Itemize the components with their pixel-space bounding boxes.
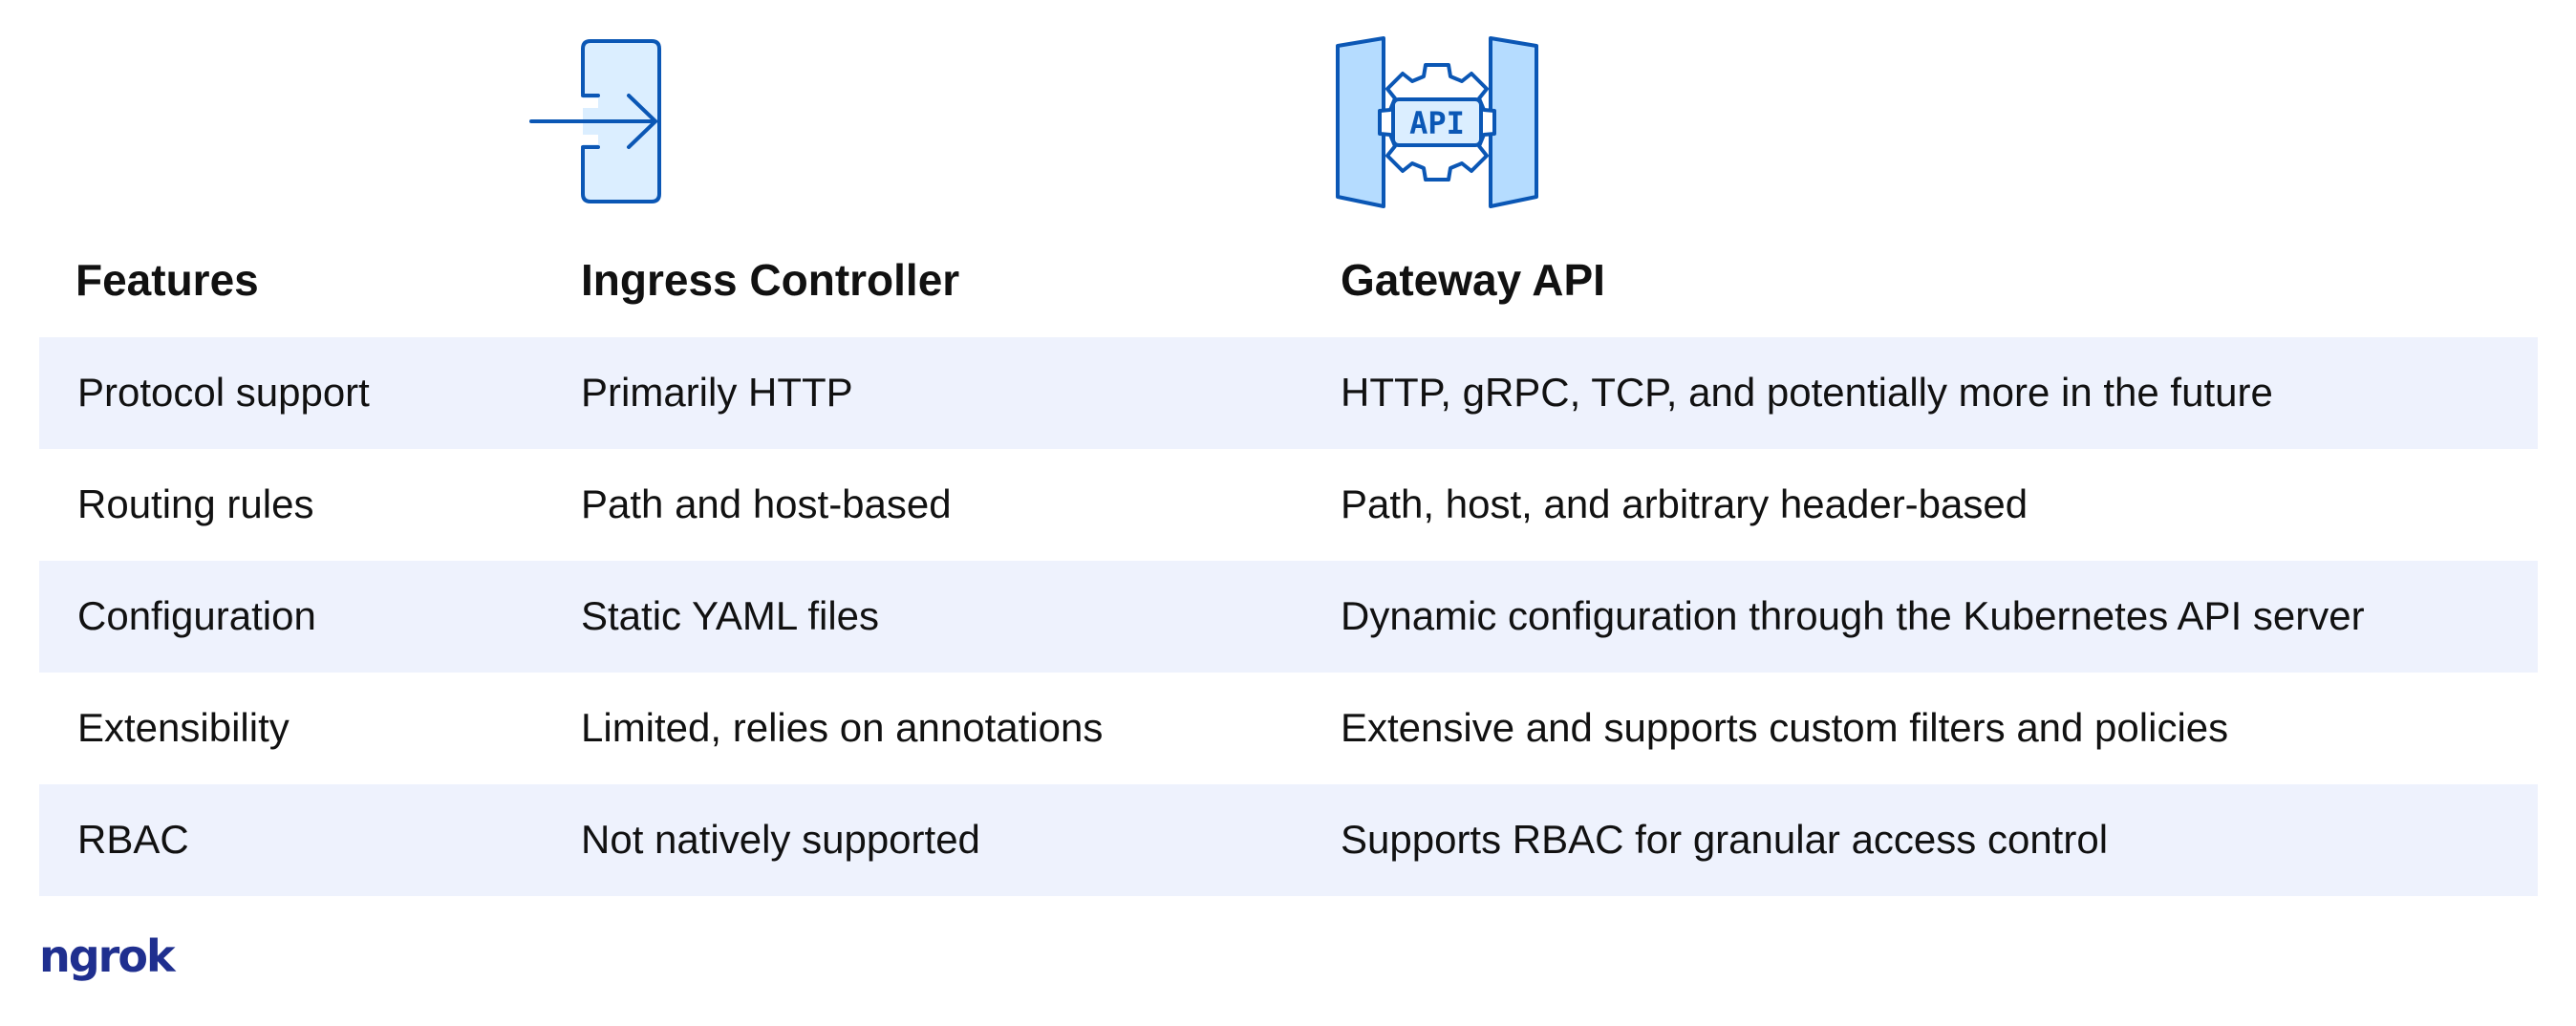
api-label: API (1409, 105, 1465, 141)
feature-cell: Protocol support (77, 370, 370, 415)
svg-text:ngrok: ngrok (39, 931, 177, 982)
table-row: RBAC Not natively supported Supports RBA… (39, 784, 2538, 896)
ngrok-logo: ngrok (39, 931, 179, 982)
table-header-row: Features Ingress Controller Gateway API (39, 229, 2538, 337)
gateway-cell: Dynamic configuration through the Kubern… (1341, 593, 2365, 638)
table-row: Extensibility Limited, relies on annotat… (39, 673, 2538, 784)
table-row: Protocol support Primarily HTTP HTTP, gR… (39, 337, 2538, 449)
ingress-cell: Primarily HTTP (581, 370, 853, 415)
header-ingress-controller: Ingress Controller (581, 255, 960, 305)
feature-cell: Extensibility (77, 705, 290, 750)
gateway-cell: Extensive and supports custom filters an… (1341, 705, 2229, 750)
table-row: Configuration Static YAML files Dynamic … (39, 561, 2538, 673)
ingress-cell: Limited, relies on annotations (581, 705, 1104, 750)
feature-cell: Configuration (77, 593, 316, 638)
ingress-cell: Static YAML files (581, 593, 880, 638)
header-gateway-api: Gateway API (1341, 255, 1605, 305)
ingress-cell: Not natively supported (581, 817, 980, 862)
gateway-cell: Path, host, and arbitrary header-based (1341, 481, 2029, 526)
comparison-table: Features Ingress Controller Gateway API … (39, 229, 2538, 896)
ingress-cell: Path and host-based (581, 481, 952, 526)
api-gateway-icon: API (1336, 36, 1538, 208)
feature-cell: Routing rules (77, 481, 314, 526)
header-features: Features (75, 255, 259, 305)
feature-cell: RBAC (77, 817, 189, 862)
gateway-cell: HTTP, gRPC, TCP, and potentially more in… (1341, 370, 2273, 415)
gateway-cell: Supports RBAC for granular access contro… (1341, 817, 2109, 862)
table-row: Routing rules Path and host-based Path, … (39, 449, 2538, 561)
login-arrow-icon (529, 39, 661, 203)
